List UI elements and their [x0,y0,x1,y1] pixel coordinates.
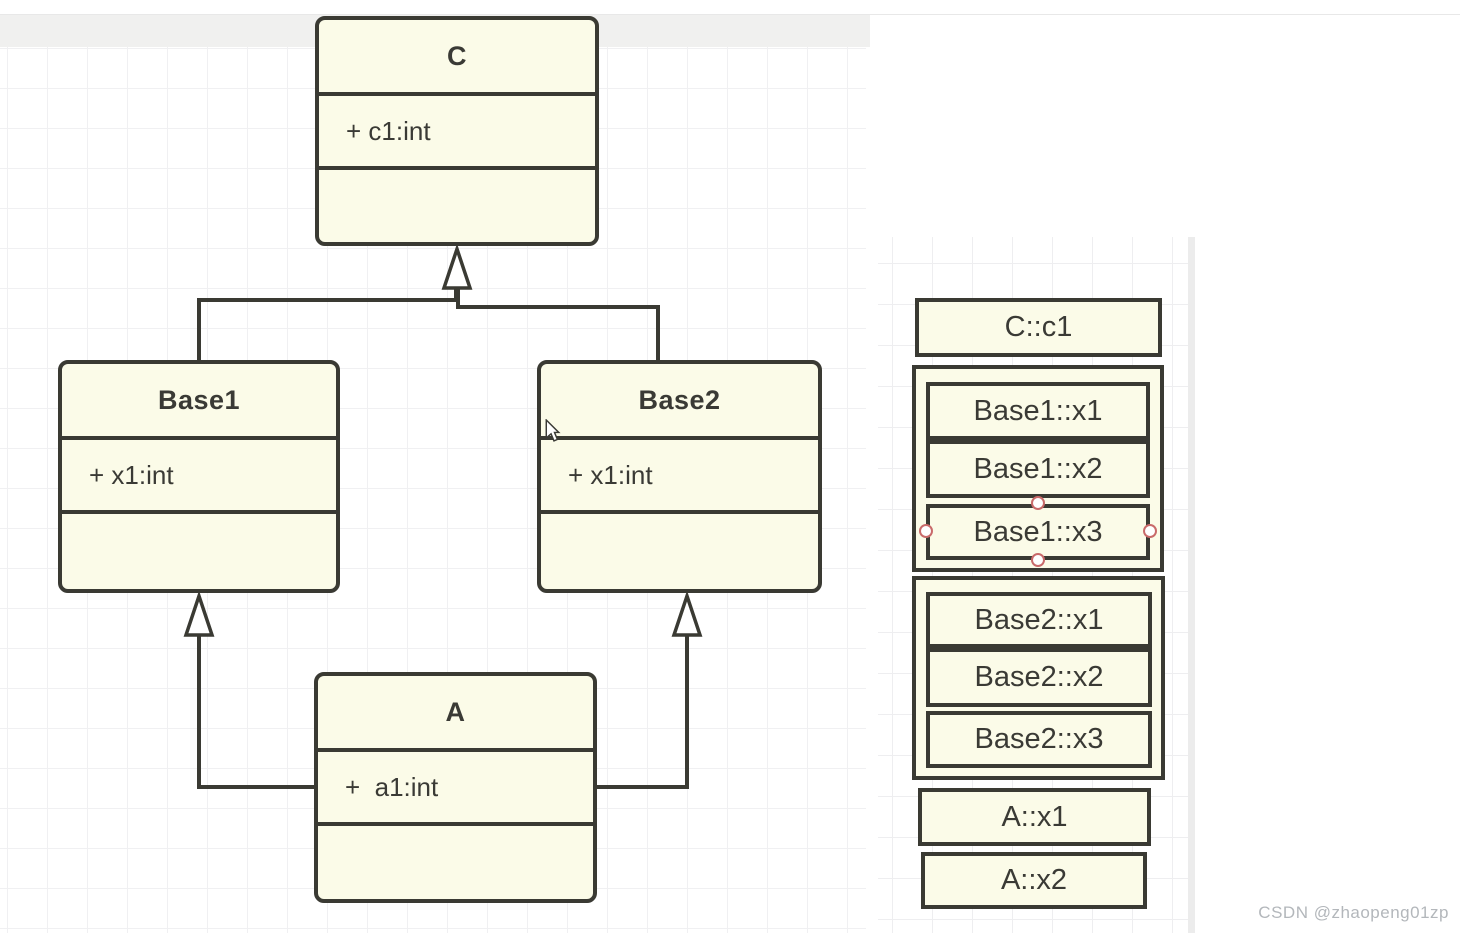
class-box-base1[interactable]: Base1 + x1:int [58,360,340,593]
class-operations-base2[interactable] [541,514,818,589]
class-attributes-a[interactable]: + a1:int [318,748,593,826]
selection-handle-bottom[interactable] [1031,553,1045,567]
memory-cell-base2-x1[interactable]: Base2::x1 [926,592,1152,648]
memory-cell-base2-x2[interactable]: Base2::x2 [926,648,1152,707]
class-operations-a[interactable] [318,826,593,899]
inheritance-arrowhead-to-base1[interactable] [183,590,215,637]
class-box-base2[interactable]: Base2 + x1:int [537,360,822,593]
selection-handle-right[interactable] [1143,524,1157,538]
memory-cell-base1-x2[interactable]: Base1::x2 [926,440,1150,498]
class-operations-base1[interactable] [62,514,336,589]
top-divider-line [0,14,1460,15]
memory-cell-base1-x3[interactable]: Base1::x3 [926,504,1150,560]
selection-handle-top[interactable] [1031,496,1045,510]
memory-cell-base2-x3[interactable]: Base2::x3 [926,711,1152,768]
class-title-base2[interactable]: Base2 [638,384,721,415]
class-box-a[interactable]: A + a1:int [314,672,597,903]
class-attributes-base1[interactable]: + x1:int [62,436,336,514]
class-attributes-base2[interactable]: + x1:int [541,436,818,514]
class-title-a[interactable]: A [445,696,466,727]
selection-handle-left[interactable] [919,524,933,538]
mouse-cursor-icon [545,419,561,442]
memory-cell-c-c1[interactable]: C::c1 [915,298,1162,357]
memory-cell-base1-x1[interactable]: Base1::x1 [926,382,1150,440]
memory-cell-a-x1[interactable]: A::x1 [918,788,1151,846]
memory-cell-a-x2[interactable]: A::x2 [921,852,1147,909]
class-attributes-c[interactable]: + c1:int [319,92,595,170]
inheritance-arrowhead-to-base2[interactable] [671,590,703,637]
class-box-c[interactable]: C + c1:int [315,16,599,246]
inheritance-arrowhead-to-c[interactable] [441,243,473,290]
generalization-line-a-to-base1[interactable] [197,635,314,789]
class-title-base1[interactable]: Base1 [157,384,241,415]
right-canvas-edge-strip [1188,237,1195,933]
class-title-c[interactable]: C [447,40,467,71]
watermark: CSDN @zhaopeng01zp [1258,903,1449,922]
class-operations-c[interactable] [319,170,595,242]
generalization-line-a-to-base2[interactable] [597,635,689,789]
generalization-line-base2-to-c[interactable] [456,288,660,360]
